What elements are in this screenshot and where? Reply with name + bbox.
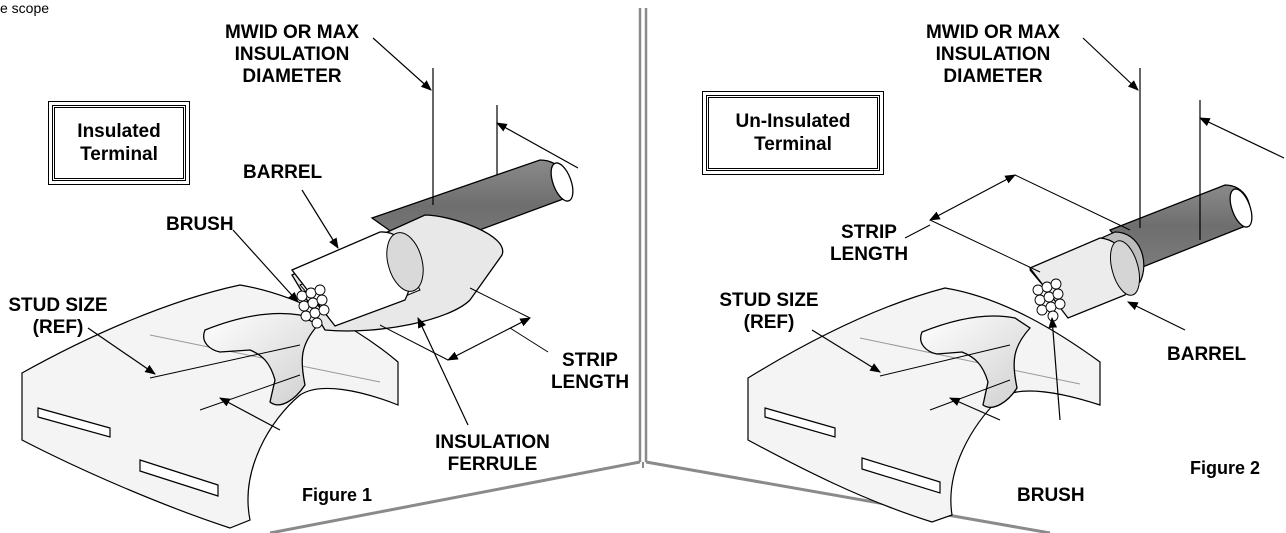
box1-line1: Insulated: [77, 121, 161, 142]
strip-length-label-1: STRIP LENGTH: [550, 350, 630, 393]
box2-line2: Terminal: [754, 134, 832, 155]
stud-size-label-2: STUD SIZE (REF): [719, 290, 819, 333]
strip-length-label-2: STRIP LENGTH: [829, 222, 909, 265]
brush-2: [1032, 278, 1066, 322]
dimension-lines-1: [87, 37, 579, 431]
box2-line1: Un-Insulated: [735, 111, 851, 132]
slot-1a: [37, 407, 111, 438]
figure2-drawing: [747, 37, 1285, 523]
mwid-label-1: MWID OR MAX INSULATION DIAMETER: [224, 22, 360, 87]
brush-label-2: BRUSH: [1017, 485, 1085, 506]
box1-line2: Terminal: [80, 144, 158, 165]
brush-label-1: BRUSH: [166, 214, 234, 235]
barrel-label-2: BARREL: [1167, 344, 1247, 365]
panel-divider: [269, 8, 1051, 533]
fork-tongue-1: [203, 312, 320, 406]
figure2-caption: Figure 2: [1190, 458, 1261, 478]
slot-2b: [861, 457, 941, 494]
mwid-label-2: MWID OR MAX INSULATION DIAMETER: [925, 22, 1061, 87]
fork-tongue-2: [920, 315, 1031, 408]
slot-1b: [139, 459, 219, 497]
slot-2a: [764, 407, 836, 438]
insulation-ferrule-label: INSULATION FERRULE: [435, 432, 550, 475]
barrel-label-1: BARREL: [243, 162, 323, 183]
dimension-lines-2: [811, 37, 1285, 421]
brush-1: [296, 284, 330, 329]
cropped-text-fragment: e scope: [0, 0, 50, 16]
stud-size-label-1: STUD SIZE (REF): [8, 295, 108, 338]
figure1-drawing: [21, 37, 579, 529]
figure1-caption: Figure 1: [302, 485, 373, 505]
